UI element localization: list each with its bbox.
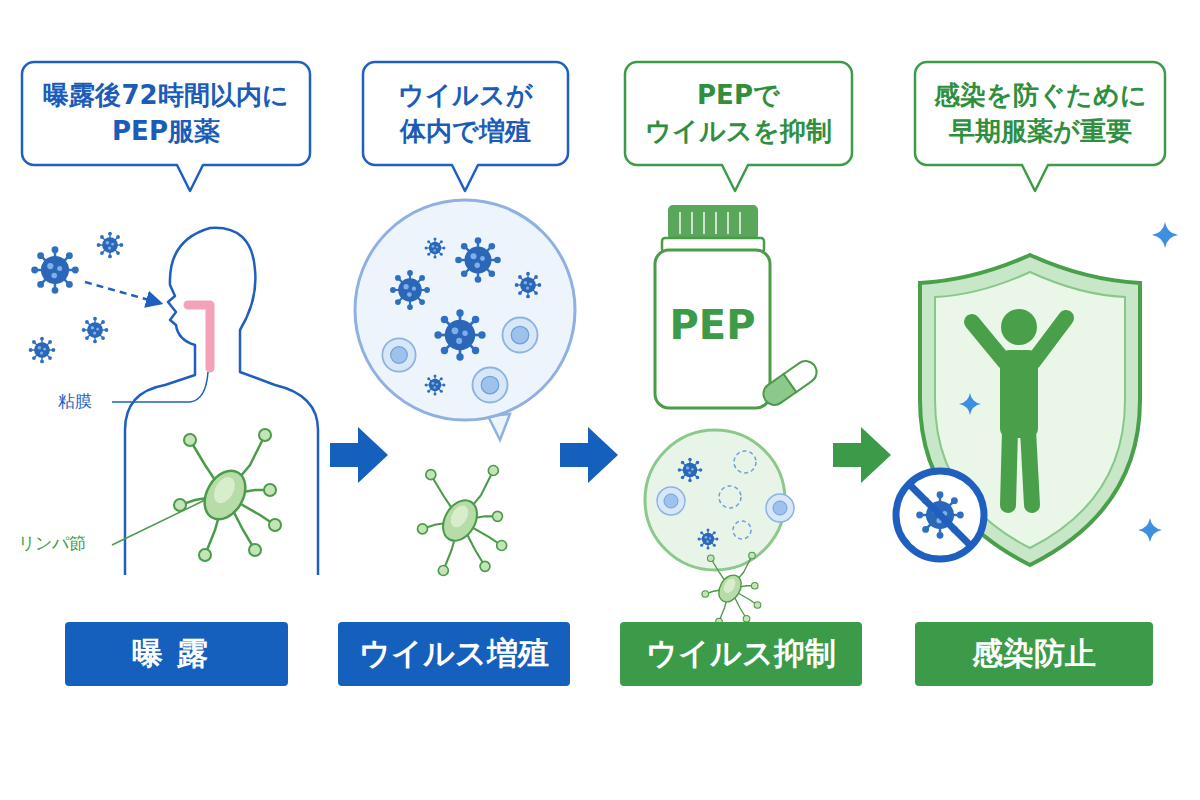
sparkle	[1138, 518, 1162, 542]
stage-label: 感染防止	[972, 633, 1096, 675]
lymph-node-icon	[418, 466, 507, 576]
virus-icon	[515, 272, 542, 299]
replication-illustration	[355, 200, 575, 576]
bubble-shape	[625, 62, 852, 191]
part-label: リンパ節	[18, 532, 86, 555]
bubble-text: PEPで ウイルスを抑制	[635, 78, 842, 148]
leader-line	[112, 500, 205, 545]
magnified-view	[645, 430, 785, 570]
speech-bubble: 感染を防ぐために 早期服薬が重要	[915, 62, 1165, 165]
virus-icon	[31, 246, 79, 294]
virus-icon	[455, 237, 501, 283]
cell-icon	[503, 318, 538, 353]
inhalation-arrow	[85, 282, 160, 303]
virus-icon	[425, 238, 446, 259]
leader-line	[112, 372, 208, 402]
bubble-shape	[363, 62, 568, 191]
capsule	[759, 357, 821, 409]
speech-bubble: 曝露後72時間以内に PEP服薬	[22, 62, 310, 165]
stage-label: 曝露	[132, 633, 222, 675]
flow-arrow	[833, 427, 891, 483]
virus-icon	[82, 317, 109, 344]
virus-icon	[425, 375, 446, 396]
virus-icon	[97, 232, 124, 259]
stage-label-box: 曝露	[65, 622, 288, 686]
virus-icon	[678, 458, 703, 483]
person-figure	[972, 309, 1066, 505]
bottle-cap	[668, 205, 758, 240]
mucosa	[188, 305, 210, 368]
virus-icon	[29, 337, 56, 364]
stage-label-box: 感染防止	[915, 622, 1153, 686]
cell-icon	[473, 368, 508, 403]
virus-icon	[434, 309, 485, 360]
lymph-node-icon	[702, 552, 761, 625]
sparkle	[1152, 222, 1178, 248]
suppression-illustration	[645, 205, 821, 625]
stage-label-box: ウイルス抑制	[620, 622, 862, 686]
speech-bubble: PEPで ウイルスを抑制	[625, 62, 852, 165]
bubble-shape	[915, 62, 1165, 191]
virus-icon	[698, 529, 719, 550]
prohibition-sign	[896, 471, 984, 559]
magnified-view	[355, 200, 575, 420]
pill-bottle	[655, 250, 770, 408]
cell-icon	[382, 338, 415, 371]
destroyed-virus	[719, 451, 756, 539]
stage-label-box: ウイルス増殖	[338, 622, 570, 686]
part-label: 粘膜	[58, 390, 92, 413]
stage-label: ウイルス増殖	[359, 633, 549, 675]
bubble-shape	[22, 62, 310, 191]
cell-icon	[657, 487, 685, 515]
exposure-illustration	[29, 228, 318, 575]
stage-label: ウイルス抑制	[646, 633, 836, 675]
protection-illustration	[896, 222, 1178, 565]
flow-arrow	[330, 427, 388, 483]
bubble-text: 感染を防ぐために 早期服薬が重要	[925, 78, 1155, 148]
sparkle	[959, 393, 981, 415]
speech-bubble: ウイルスが 体内で増殖	[363, 62, 568, 165]
lymph-node-icon	[174, 429, 281, 561]
flow-arrow	[560, 427, 618, 483]
virus-icon	[390, 270, 430, 310]
bubble-text: 曝露後72時間以内に PEP服薬	[32, 78, 300, 148]
bottle-label: PEP	[655, 302, 770, 348]
cell-icon	[766, 494, 794, 522]
prohibition-slash	[910, 485, 970, 545]
bubble-text: ウイルスが 体内で増殖	[373, 78, 558, 148]
